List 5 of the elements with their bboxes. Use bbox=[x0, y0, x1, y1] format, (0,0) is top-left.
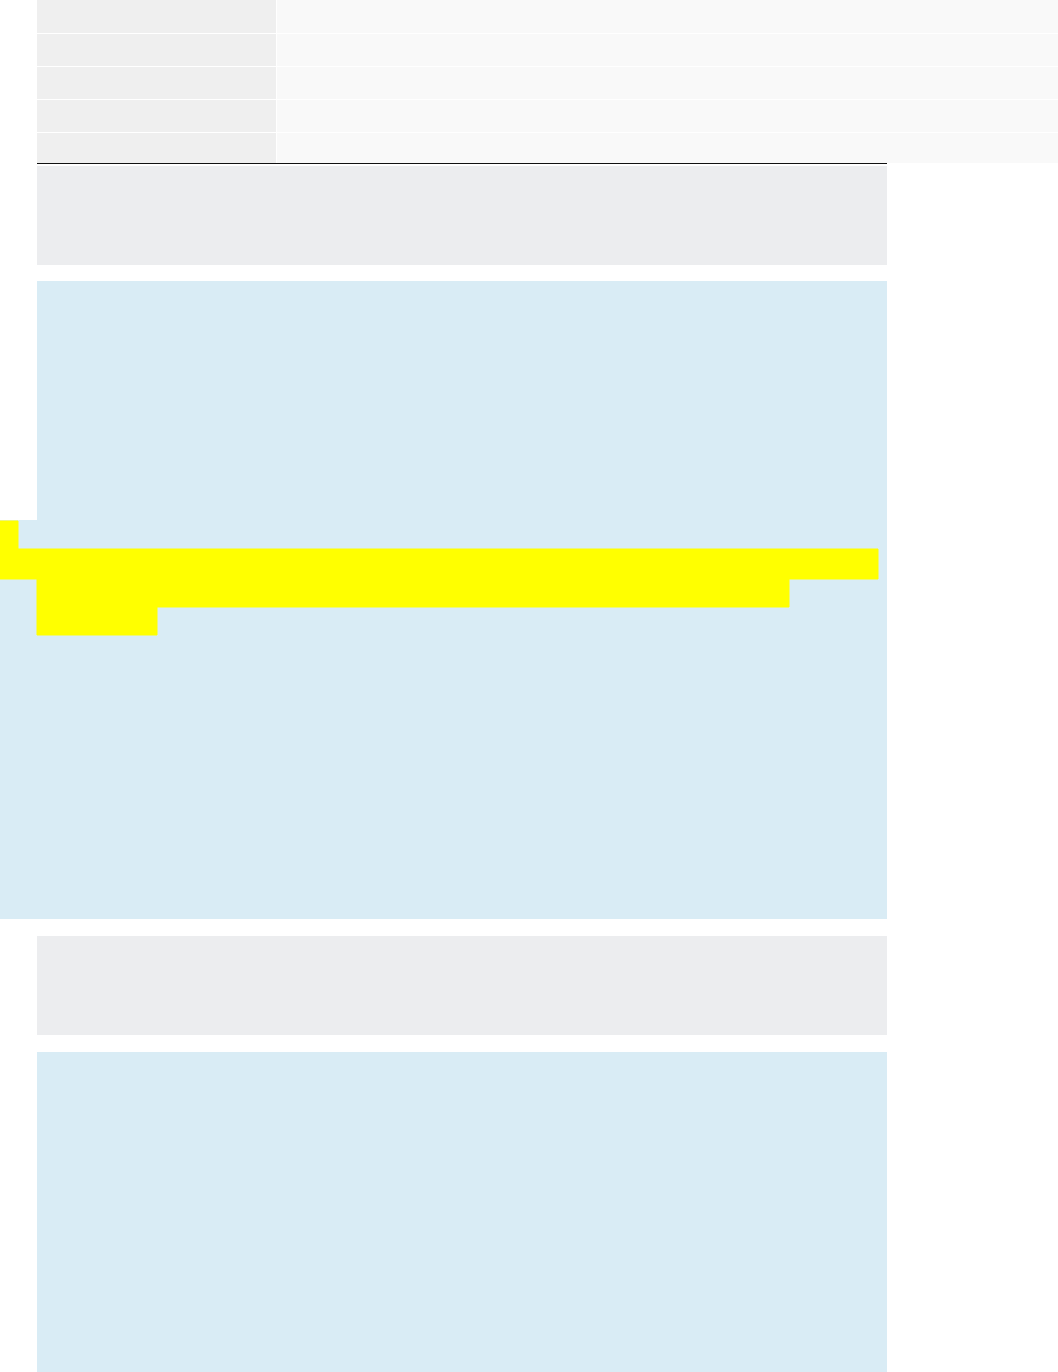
panel bbox=[0, 281, 887, 919]
highlight-bar bbox=[0, 521, 878, 635]
panel bbox=[37, 1052, 887, 1372]
table-cell bbox=[277, 133, 1058, 163]
table-cell bbox=[37, 133, 276, 163]
